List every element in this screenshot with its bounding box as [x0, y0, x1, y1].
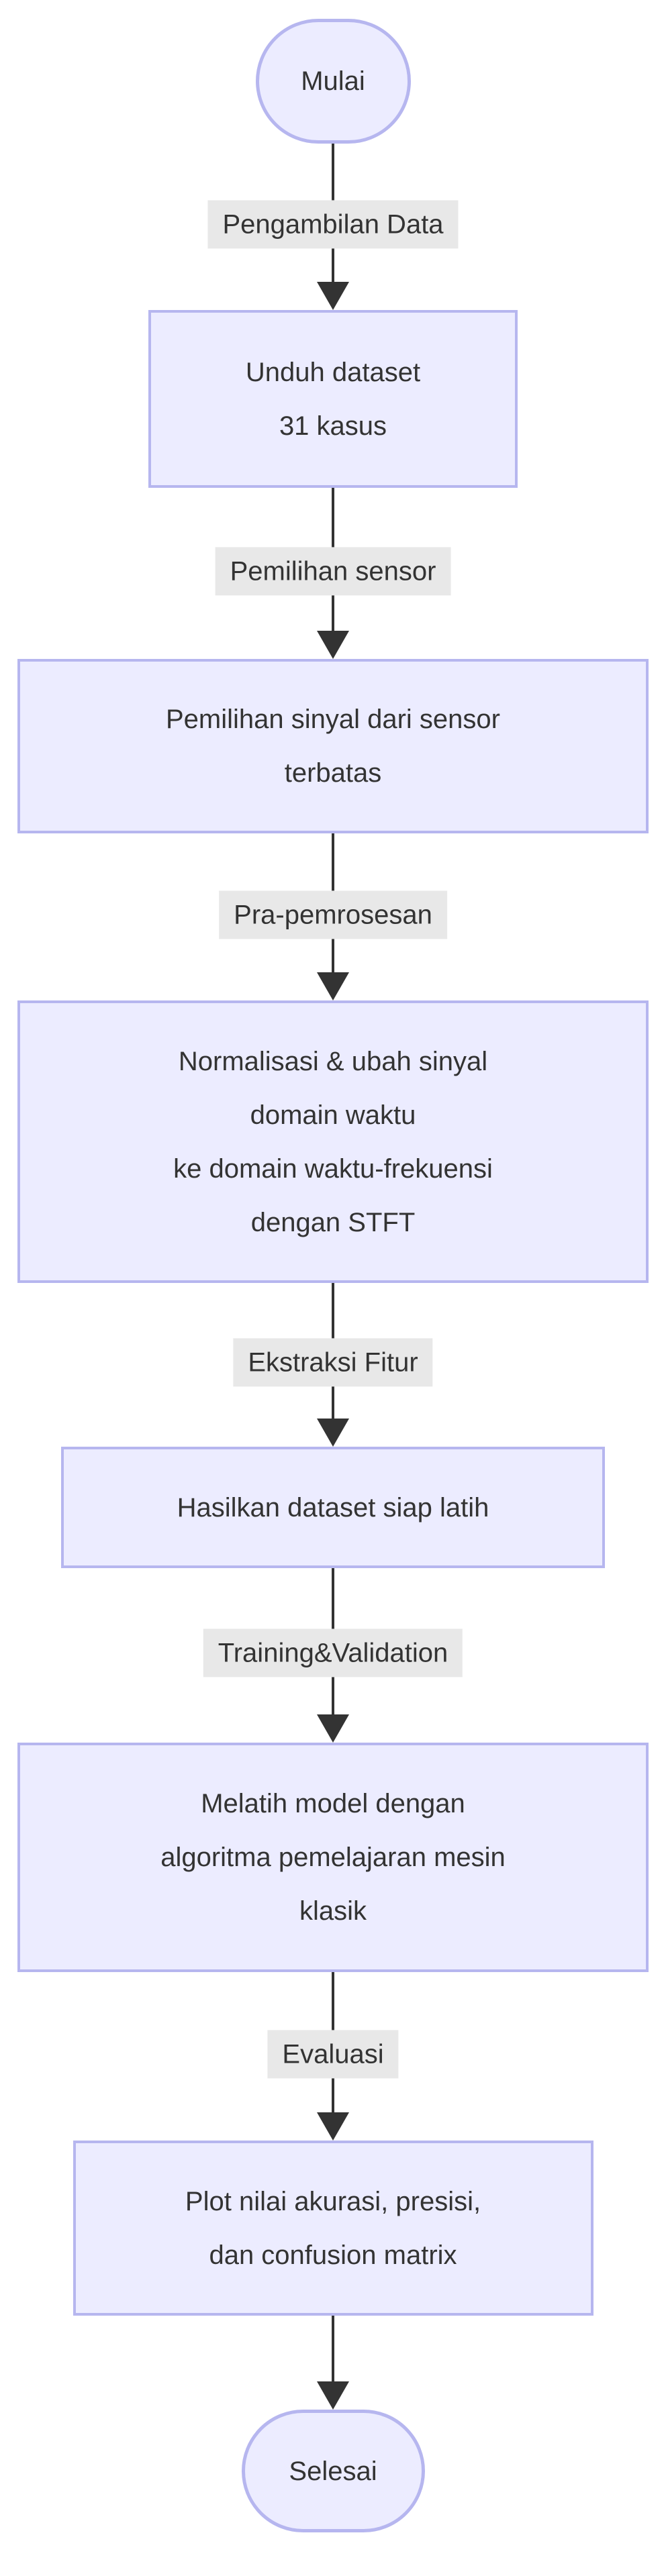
box-text-line: klasik [299, 1896, 367, 1926]
box-text-line: Plot nilai akurasi, presisi, [185, 2186, 481, 2216]
start-node-label: Mulai [301, 66, 365, 96]
box-text-line: terbatas [284, 758, 382, 788]
flow-edge-5: Training&Validation [0, 1568, 666, 1743]
flow-edge-4: Ekstraksi Fitur [0, 1283, 666, 1447]
process-box-plot-evaluasi: Plot nilai akurasi, presisi, dan confusi… [73, 2141, 593, 2316]
process-box-melatih-model: Melatih model dengan algoritma pemelajar… [17, 1743, 649, 1972]
flow-edge-3: Pra-pemrosesan [0, 833, 666, 1000]
edge-label-ekstraksi-fitur: Ekstraksi Fitur [233, 1338, 433, 1387]
arrow-down-icon [317, 2381, 349, 2410]
arrow-down-icon [317, 1419, 349, 1447]
flow-edge-2: Pemilihan sensor [0, 488, 666, 659]
flow-edge-1: Pengambilan Data [0, 144, 666, 310]
arrow-down-icon [317, 282, 349, 310]
arrow-down-icon [317, 1714, 349, 1743]
flow-edge-6: Evaluasi [0, 1972, 666, 2141]
end-node-label: Selesai [289, 2456, 377, 2486]
edge-label-training-validation: Training&Validation [203, 1629, 463, 1678]
process-box-unduh-dataset: Unduh dataset 31 kasus [148, 310, 518, 488]
box-text-line: algoritma pemelajaran mesin [160, 1843, 506, 1872]
process-box-normalisasi-stft: Normalisasi & ubah sinyal domain waktu k… [17, 1000, 649, 1283]
box-text-line: ke domain waktu-frekuensi [173, 1153, 493, 1184]
edge-label-pengambilan-data: Pengambilan Data [207, 200, 459, 249]
box-text-line: Normalisasi & ubah sinyal [178, 1046, 488, 1076]
edge-line [332, 2316, 334, 2389]
arrow-down-icon [317, 972, 349, 1000]
edge-label-pra-pemrosesan: Pra-pemrosesan [219, 890, 447, 939]
box-text-line: dan confusion matrix [209, 2240, 457, 2270]
end-node: Selesai [241, 2410, 425, 2532]
edge-label-pemilihan-sensor: Pemilihan sensor [215, 546, 451, 595]
process-box-hasilkan-dataset: Hasilkan dataset siap latih [61, 1447, 605, 1568]
box-text-line: Melatih model dengan [201, 1789, 465, 1818]
start-node: Mulai [255, 19, 411, 144]
box-text-line: dengan STFT [250, 1207, 416, 1237]
flow-edge-7 [0, 2316, 666, 2410]
arrow-down-icon [317, 2112, 349, 2141]
process-box-pemilihan-sinyal: Pemilihan sinyal dari sensor terbatas [17, 659, 649, 833]
edge-label-evaluasi: Evaluasi [267, 2029, 399, 2078]
box-text-line: domain waktu [250, 1100, 416, 1130]
arrow-down-icon [317, 631, 349, 659]
box-text-line: Hasilkan dataset siap latih [177, 1492, 489, 1523]
box-text-line: Pemilihan sinyal dari sensor [165, 705, 500, 734]
box-text-line: 31 kasus [279, 411, 387, 441]
box-text-line: Unduh dataset [245, 357, 421, 387]
